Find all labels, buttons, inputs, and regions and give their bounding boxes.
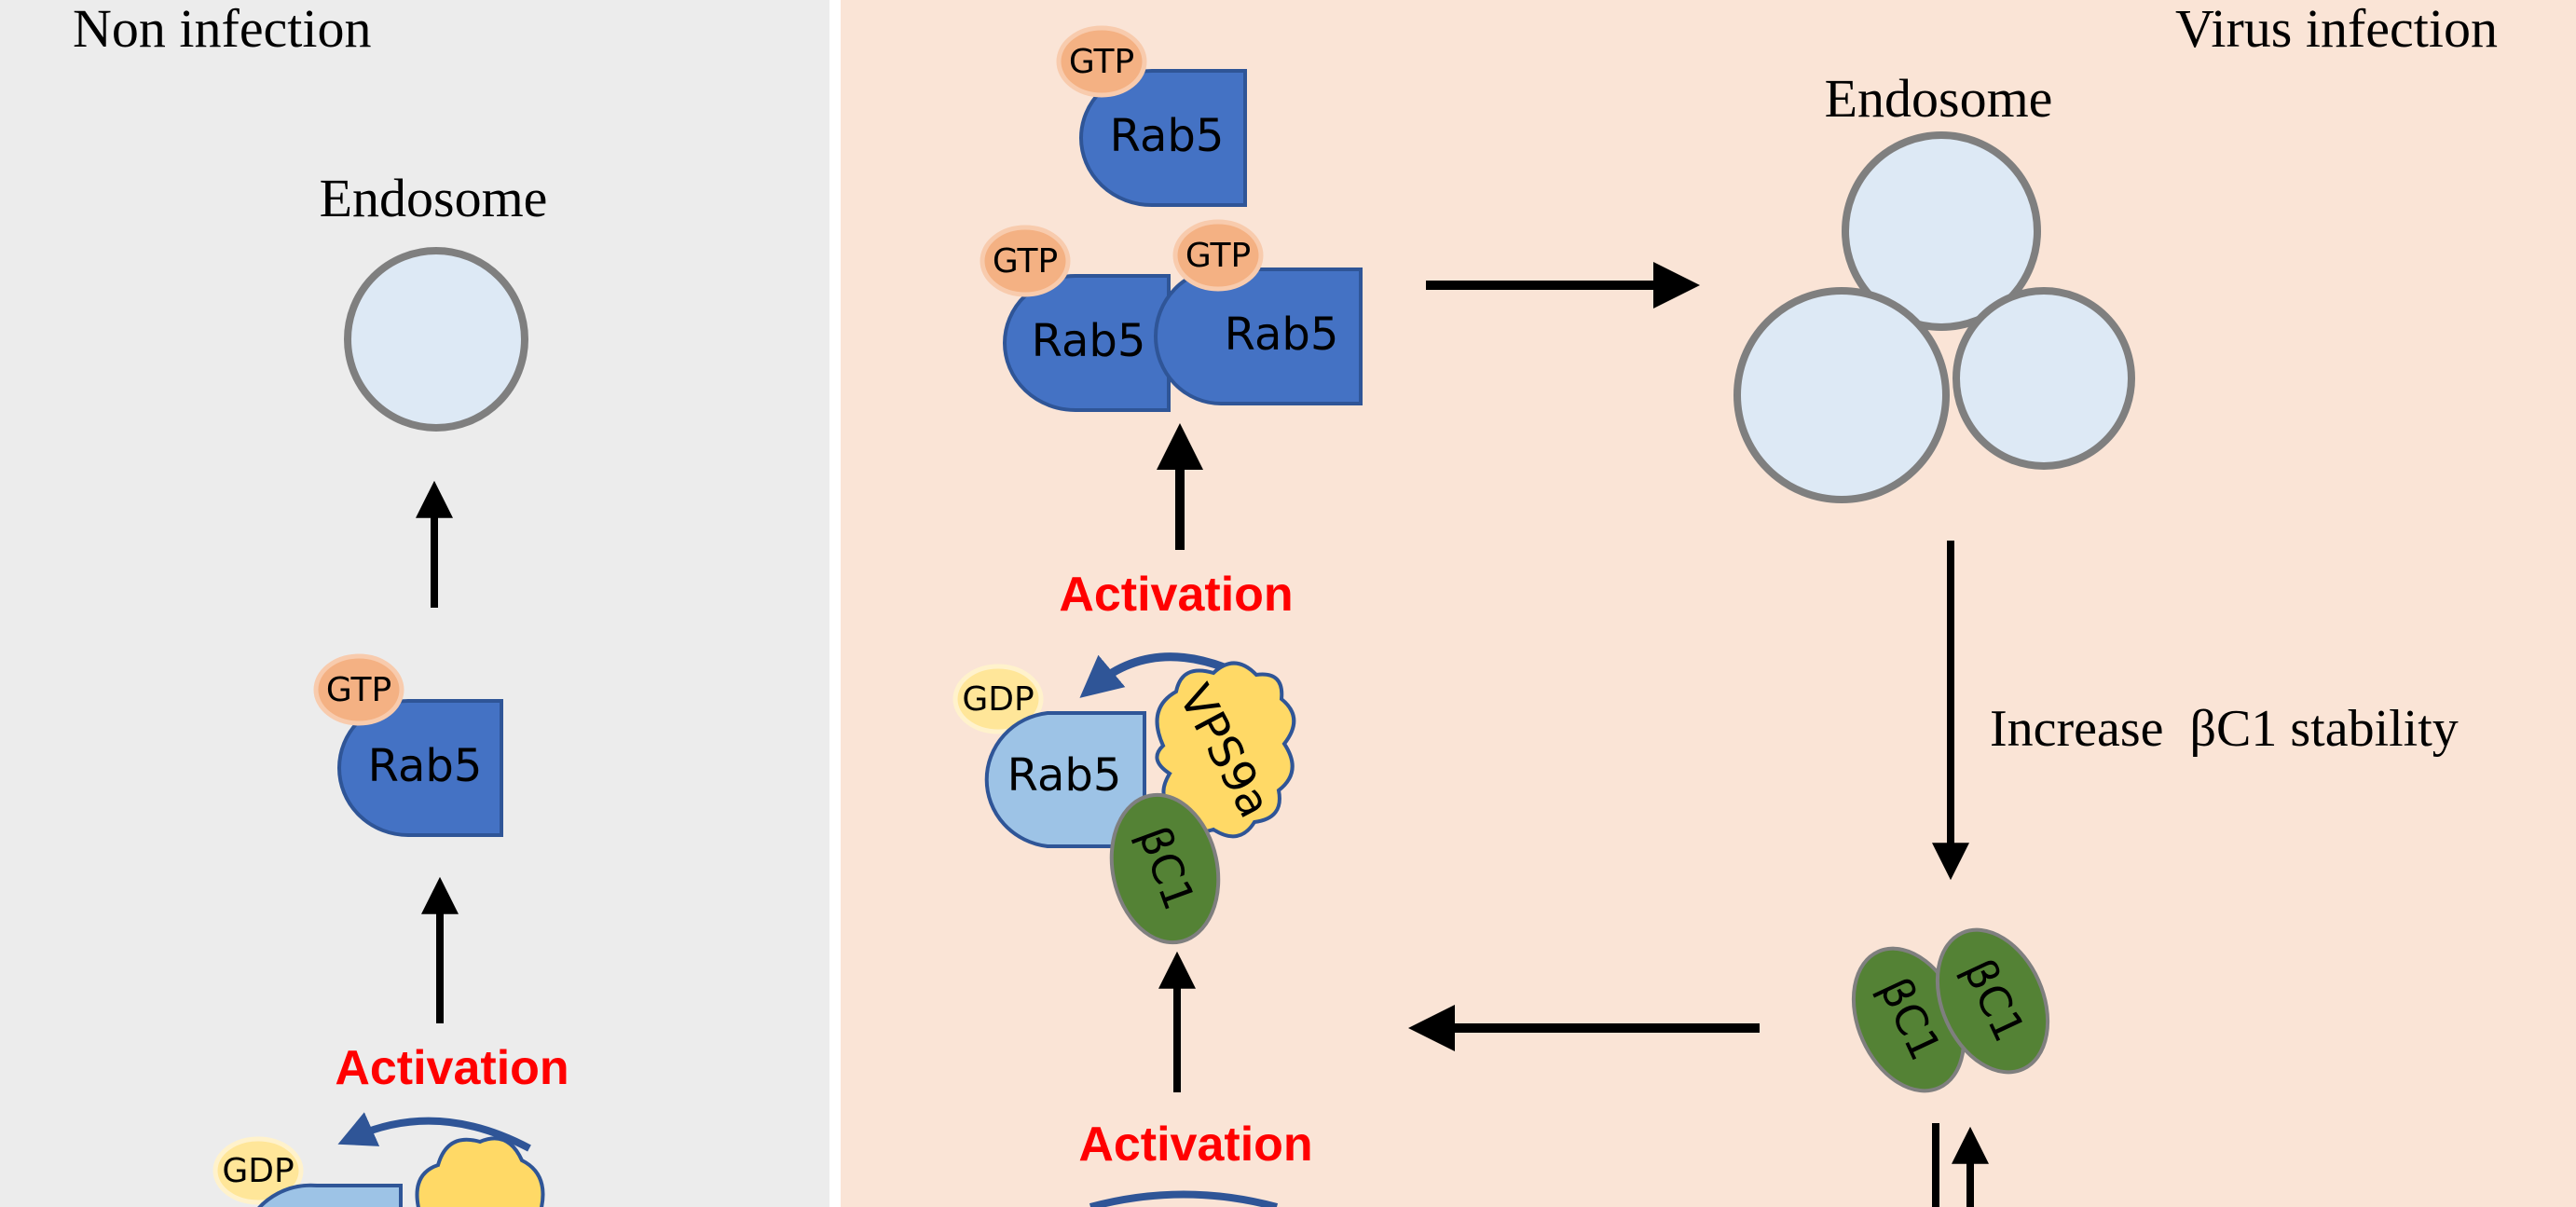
left-rab5-inactive: [257, 1183, 403, 1207]
svg-text:GTP: GTP: [993, 242, 1058, 281]
gtp-badge: GTP: [1056, 25, 1147, 98]
right-activation-label-upper: Activation: [1059, 568, 1293, 622]
left-activation-label: Activation: [335, 1041, 569, 1095]
vps9a-cloud: VPS9a: [1155, 661, 1296, 839]
svg-text:GTP: GTP: [1069, 43, 1134, 81]
left-endosome-label: Endosome: [320, 168, 548, 228]
left-rab5-active: Rab5: [337, 699, 503, 837]
rab5-active-left: Rab5: [1003, 274, 1171, 412]
endosome-bottom-left: [1733, 287, 1950, 503]
rab5-label: Rab5: [1007, 749, 1122, 802]
endosome-top: [1842, 131, 2041, 331]
left-endosome: [344, 247, 528, 432]
rab5-label: Rab5: [368, 740, 483, 792]
left-vps9a: [415, 1136, 545, 1207]
rab5-label: Rab5: [1110, 110, 1225, 162]
right-panel-title: Virus infection: [2175, 0, 2498, 59]
left-panel-title: Non infection: [73, 0, 372, 59]
bc1-dimer: βC1 βC1: [1851, 927, 2050, 1093]
rab5-label: Rab5: [1032, 315, 1146, 367]
rab5-label: Rab5: [1225, 309, 1339, 361]
gdp-badge: GDP: [952, 664, 1044, 734]
svg-text:GDP: GDP: [222, 1152, 294, 1190]
endosome-bottom-right: [1953, 287, 2135, 470]
gdp-badge: GDP: [212, 1136, 304, 1205]
svg-text:GDP: GDP: [962, 680, 1034, 719]
right-activation-label-lower: Activation: [1078, 1118, 1312, 1172]
gtp-badge: GTP: [1172, 219, 1264, 292]
svg-text:GTP: GTP: [1185, 237, 1251, 275]
increase-stability-label: Increase βC1 stability: [1990, 700, 2459, 758]
rab5-active-top: Rab5: [1079, 69, 1247, 207]
right-endosome-label: Endosome: [1825, 68, 2053, 129]
gtp-badge: GTP: [313, 653, 404, 726]
rab5-active-right: Rab5: [1154, 267, 1363, 405]
gtp-badge: GTP: [980, 225, 1071, 297]
left-panel: [0, 0, 829, 1207]
curved-arrow-icon: [337, 1112, 531, 1152]
svg-text:GTP: GTP: [326, 671, 391, 709]
rab5-inactive-complex: Rab5: [984, 711, 1146, 848]
curved-arrow-icon: [1089, 1190, 1279, 1207]
bc1-complex: βC1: [1109, 792, 1221, 945]
